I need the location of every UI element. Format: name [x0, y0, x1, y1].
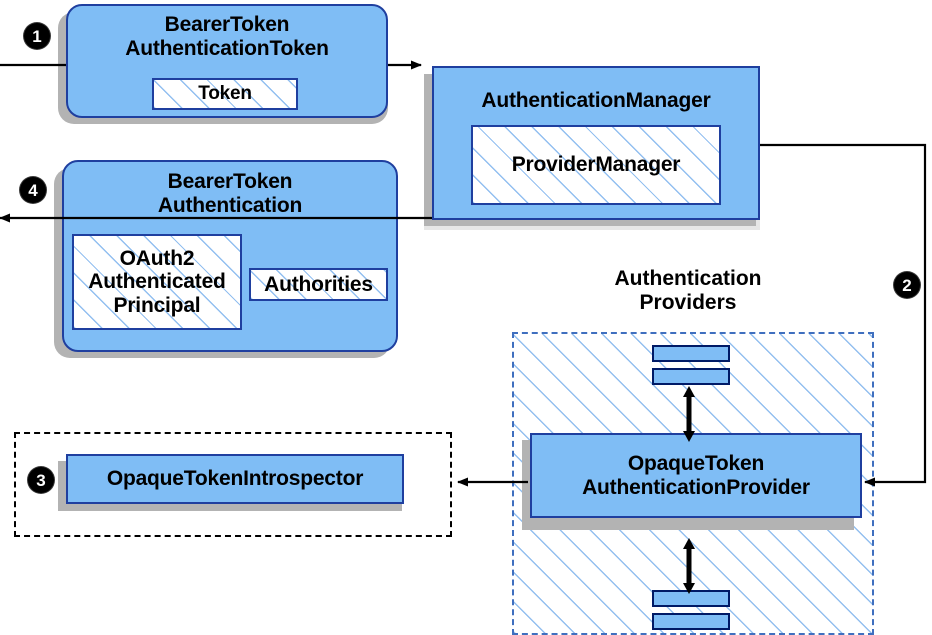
badge-step-3: 3: [28, 467, 54, 493]
opaque-token-introspector-box[interactable]: OpaqueTokenIntrospector: [66, 454, 404, 504]
opaque-token-authentication-provider-box[interactable]: OpaqueToken AuthenticationProvider: [530, 433, 862, 518]
badge-step-2: 2: [894, 272, 920, 298]
opaque-token-authentication-provider-title: OpaqueToken AuthenticationProvider: [582, 451, 810, 499]
provider-bar-bottom-1: [652, 590, 730, 607]
provider-manager-label: ProviderManager: [511, 153, 681, 177]
authentication-providers-group-label: Authentication Providers: [614, 267, 762, 314]
provider-bar-bottom-2: [652, 613, 730, 630]
badge-step-1: 1: [24, 23, 50, 49]
authorities-box[interactable]: Authorities: [249, 268, 388, 301]
oauth2-authenticated-principal-box[interactable]: OAuth2 Authenticated Principal: [72, 234, 242, 330]
authorities-label: Authorities: [264, 272, 373, 296]
oauth2-authenticated-principal-label: OAuth2 Authenticated Principal: [88, 246, 226, 317]
badge-step-4: 4: [20, 177, 46, 203]
bearer-token-authentication-title: BearerToken Authentication: [157, 170, 303, 217]
token-nested-label: Token: [198, 83, 252, 105]
bearer-token-authentication-token-title: BearerToken AuthenticationToken: [125, 13, 329, 60]
provider-manager-nested-box[interactable]: ProviderManager: [471, 125, 721, 205]
opaque-token-introspector-title: OpaqueTokenIntrospector: [106, 467, 364, 491]
authentication-manager-title: AuthenticationManager: [481, 89, 711, 112]
token-nested-box[interactable]: Token: [152, 78, 298, 110]
provider-bar-top-2: [652, 368, 730, 385]
provider-bar-top-1: [652, 345, 730, 362]
